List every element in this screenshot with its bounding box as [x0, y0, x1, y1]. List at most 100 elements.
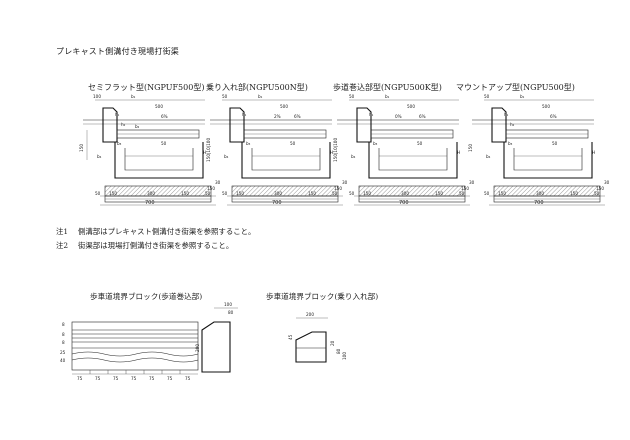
note-2: 注2 街渠部は現場打側溝付き街渠を参照すること。	[56, 240, 233, 251]
svg-text:150: 150	[435, 191, 443, 196]
svg-text:50: 50	[205, 191, 211, 196]
svg-text:75: 75	[113, 376, 119, 381]
drawing-driveway: 50 b₁ 500 h₁ 2% 6% b₃ 50 b₄ H 150 30 150…	[206, 94, 348, 203]
block-corner-drawing: 8 8 8 25 40 75 75 75 75 75 75 75 10	[60, 302, 238, 381]
svg-text:150: 150	[570, 191, 578, 196]
svg-text:8: 8	[62, 332, 65, 337]
svg-text:6%: 6%	[294, 114, 301, 119]
svg-text:6%: 6%	[550, 114, 557, 119]
svg-text:b₄: b₄	[224, 154, 229, 159]
svg-text:50: 50	[222, 191, 228, 196]
dim-top-100: 100	[93, 94, 101, 99]
svg-text:b₃: b₃	[373, 141, 378, 146]
svg-text:h₁: h₁	[242, 112, 247, 117]
svg-text:30: 30	[342, 180, 348, 185]
svg-text:700: 700	[399, 200, 409, 206]
dim-b1: b₁	[131, 94, 136, 99]
dim-b3: b₃	[117, 141, 122, 146]
svg-text:150: 150	[596, 186, 604, 191]
block-title-corner: 歩車道境界ブロック(歩道巻込部)	[90, 292, 203, 301]
svg-text:40: 40	[60, 358, 66, 363]
svg-text:150: 150	[181, 191, 189, 196]
svg-text:300: 300	[147, 191, 155, 196]
svg-text:700: 700	[534, 200, 544, 206]
svg-text:200: 200	[195, 344, 200, 352]
svg-text:150: 150	[461, 186, 469, 191]
svg-text:8: 8	[62, 322, 65, 327]
svg-text:150: 150	[308, 191, 316, 196]
svg-text:50: 50	[349, 94, 355, 99]
svg-text:b₄: b₄	[351, 154, 356, 159]
svg-text:150: 150	[468, 144, 473, 152]
svg-text:150: 150	[236, 191, 244, 196]
svg-text:2%: 2%	[274, 114, 281, 119]
dim-30: 30	[215, 180, 221, 185]
svg-text:50: 50	[417, 141, 423, 146]
svg-text:b₄: b₄	[486, 154, 491, 159]
svg-text:b₃: b₃	[246, 141, 251, 146]
bottom-dims: 50 150 300 150 50 700 50 150 300 150 50 …	[95, 191, 605, 206]
svg-text:500: 500	[407, 104, 415, 109]
svg-text:300: 300	[274, 191, 282, 196]
svg-text:150: 150	[363, 191, 371, 196]
dim-h2: h₂	[121, 122, 126, 127]
svg-text:500: 500	[280, 104, 288, 109]
svg-text:300: 300	[401, 191, 409, 196]
note-2-text: 街渠部は現場打側溝付き街渠を参照すること。	[78, 241, 234, 250]
svg-text:h₁: h₁	[504, 112, 509, 117]
section-title-corner: 歩道巻込部型(NGPU500K型)	[333, 83, 442, 92]
svg-text:75: 75	[149, 376, 155, 381]
svg-text:75: 75	[95, 376, 101, 381]
note-2-number: 注2	[56, 241, 69, 250]
svg-text:75: 75	[167, 376, 173, 381]
svg-text:300: 300	[536, 191, 544, 196]
svg-text:150: 150	[498, 191, 506, 196]
svg-text:b₁: b₁	[520, 94, 525, 99]
svg-text:50: 50	[459, 191, 465, 196]
section-title-semiflat: セミフラット型(NGPUF500型)	[88, 83, 205, 92]
svg-text:H: H	[330, 150, 333, 155]
note-1-text: 側溝部はプレキャスト側溝付き街渠を参照すること。	[78, 227, 256, 236]
dim-150-10: 150	[79, 144, 84, 152]
svg-text:150|10|100: 150|10|100	[333, 138, 338, 162]
svg-text:50: 50	[290, 141, 296, 146]
svg-text:b₃: b₃	[508, 141, 513, 146]
svg-text:0%: 0%	[395, 114, 402, 119]
svg-text:75: 75	[77, 376, 83, 381]
section-title-mountup: マウントアップ型(NGPU500型)	[456, 83, 575, 92]
svg-text:50: 50	[349, 191, 355, 196]
dim-b4: b₄	[97, 154, 102, 159]
dim-50: 50	[161, 141, 167, 146]
svg-text:30: 30	[469, 180, 475, 185]
svg-text:50: 50	[484, 94, 490, 99]
document-title: プレキャスト側溝付き現場打街渠	[56, 47, 179, 56]
svg-text:50: 50	[332, 191, 338, 196]
svg-text:700: 700	[272, 200, 282, 206]
svg-text:8: 8	[62, 340, 65, 345]
svg-text:20: 20	[330, 340, 335, 346]
note-1-number: 注1	[56, 227, 69, 236]
svg-text:45: 45	[288, 334, 293, 340]
dim-150: 150	[207, 186, 215, 191]
svg-text:150: 150	[109, 191, 117, 196]
svg-text:H: H	[592, 150, 595, 155]
svg-text:500: 500	[542, 104, 550, 109]
svg-text:100: 100	[342, 352, 347, 360]
svg-text:50: 50	[95, 191, 101, 196]
svg-text:30: 30	[604, 180, 610, 185]
svg-text:50: 50	[594, 191, 600, 196]
svg-text:H: H	[457, 150, 460, 155]
svg-text:150: 150	[334, 186, 342, 191]
dim-500: 500	[155, 104, 163, 109]
svg-text:50: 50	[484, 191, 490, 196]
svg-text:700: 700	[145, 200, 155, 206]
svg-text:25: 25	[60, 350, 66, 355]
svg-text:50: 50	[552, 141, 558, 146]
drawing-semiflat: 100 b₁ 500 h₁ h₂ 6% b₂ b₃ 50 b₄ H 150 30…	[79, 94, 221, 203]
svg-text:b₁: b₁	[258, 94, 263, 99]
block-title-driveway: 歩車道境界ブロック(乗り入れ部)	[266, 292, 379, 301]
note-1: 注1 側溝部はプレキャスト側溝付き街渠を参照すること。	[56, 226, 255, 237]
dim-b2: b₂	[135, 124, 140, 129]
svg-text:80: 80	[336, 348, 341, 354]
